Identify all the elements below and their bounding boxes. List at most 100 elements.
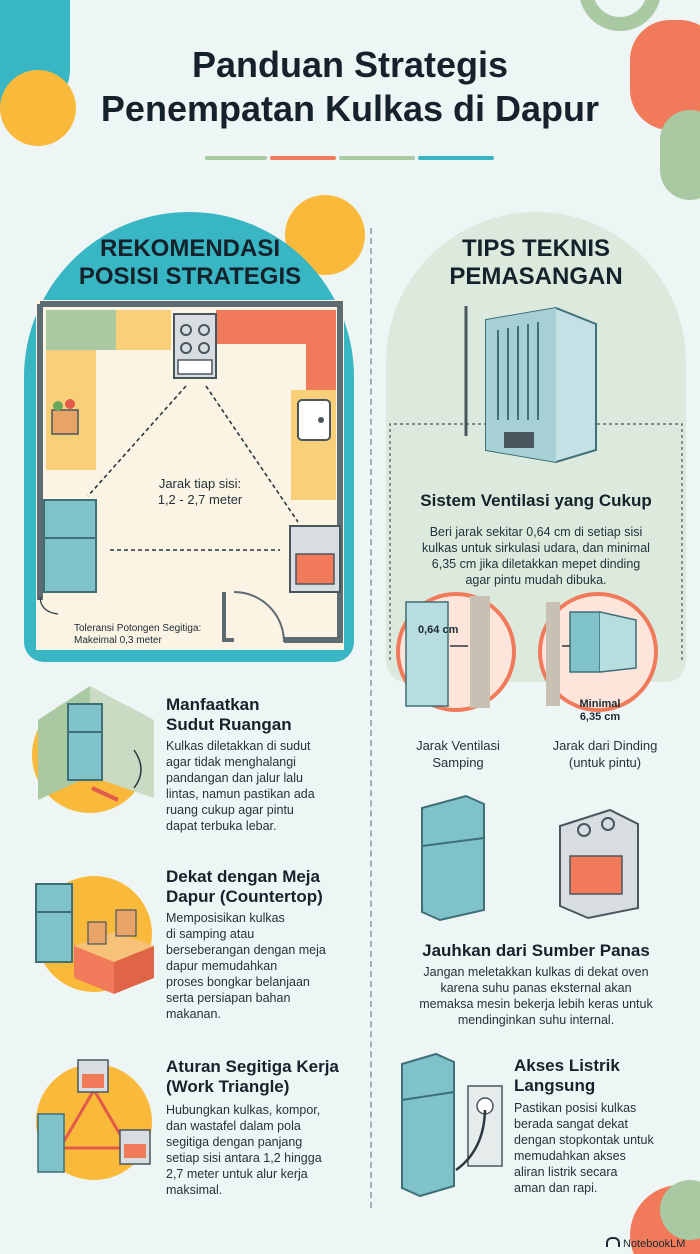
vent-coils [497, 322, 539, 420]
tip1-line: ruang cukup agar pintu [166, 803, 294, 817]
tip3-line: dan wastafel dalam pola [166, 1119, 301, 1133]
column-divider [370, 228, 372, 1208]
plan-door-swing [233, 591, 285, 643]
title-underline-coral [270, 156, 336, 160]
decor-left-yellow-circle [285, 195, 365, 275]
side-gap-wall [470, 596, 490, 708]
power-title-line2: Langsung [514, 1076, 596, 1095]
heat-line: mendinginkan suhu internal. [457, 1013, 615, 1027]
ventilation-title: Sistem Ventilasi yang Cukup [420, 491, 652, 510]
door-gap-value-line1: Minimal [579, 698, 621, 710]
power-line: Pastikan posisi kulkas [514, 1101, 637, 1115]
stove-burner [198, 324, 210, 336]
heat-source-illustration [421, 794, 639, 922]
plan-sink [297, 399, 331, 441]
grocery-bag [115, 909, 137, 937]
countertop-fridge-illustration [35, 876, 154, 994]
oven-window [295, 553, 335, 585]
title-underline-green [205, 156, 267, 160]
brand-logo-icon [606, 1237, 620, 1247]
power-body: Pastikan posisi kulkas berada sangat dek… [514, 1100, 690, 1196]
sink-drain [318, 417, 324, 423]
power-fridge [401, 1052, 455, 1198]
vent-callout-left [389, 423, 486, 660]
counter-front [74, 946, 114, 994]
tolerance-pointer [39, 595, 59, 615]
page-title-line1: Panduan Strategis [191, 44, 509, 85]
decor-bottom-right [630, 1180, 700, 1254]
right-heading-line1: TIPS TEKNIS [461, 235, 611, 262]
tip1-line: lintas, namun pastikan ada [166, 787, 315, 801]
ventilation-body: Beri jarak sekitar 0,64 cm di setiap sis… [392, 524, 680, 588]
plan-counter-top-left [46, 310, 116, 350]
plan-tolerance-line2: Makeimal 0,3 meter [74, 635, 162, 646]
plan-wall [40, 301, 343, 643]
tip1-line: dapat terbuka lebar. [166, 819, 277, 833]
tip1-line: pandangan dan jalur lalu [166, 771, 303, 785]
corner-fridge-illustration [32, 686, 154, 813]
brand-name: NotebookLM [623, 1238, 686, 1250]
power-line: memudahkan akses [514, 1149, 626, 1163]
heat-title: Jauhkan dari Sumber Panas [422, 941, 650, 960]
oven-window [124, 1144, 146, 1158]
side-gap-caption-line1: Jarak Ventilasi [416, 738, 500, 753]
stove-burner [180, 342, 192, 354]
kitchen-floor-plan [37, 301, 343, 643]
left-heading-line2: POSISI STRATEGIS [78, 263, 302, 290]
heat-line: memaksa mesin bekerja lebih keras untuk [419, 997, 653, 1011]
heat-line: Jangan meletakkan kulkas di dekat oven [423, 965, 649, 979]
corner-wall-right [90, 686, 154, 798]
tip1-line: Kulkas diletakkan di sudut [166, 739, 311, 753]
stove-oven-window [177, 359, 213, 375]
heat-fridge [421, 794, 485, 922]
tip3-line: maksimal. [166, 1183, 223, 1197]
stove-oven-window [569, 855, 623, 895]
plan-distance-line1: Jarak tiap sisi: [158, 476, 242, 491]
door-gap-caption-line1: Jarak dari Dinding [552, 738, 658, 753]
ventilation-line: 6,35 cm jika diletakkan mepet dinding [431, 557, 641, 571]
triangle-lines [57, 1087, 131, 1150]
grocery-bag [87, 921, 107, 945]
tip3-line: segitiga dengan panjang [166, 1135, 303, 1149]
decor-yellow-circle [0, 70, 76, 146]
decor-green-ring [580, 0, 660, 31]
tip3-title-line2: (Work Triangle) [166, 1077, 290, 1096]
walk-arrow [91, 786, 119, 802]
power-line: dengan stopkontak untuk [514, 1133, 654, 1147]
heat-body: Jangan meletakkan kulkas di dekat oven k… [392, 964, 680, 1028]
fridge-divider [421, 837, 485, 847]
right-heading-line2: PEMASANGAN [449, 263, 623, 290]
tip1-body: Kulkas diletakkan di sudut agar tidak me… [166, 738, 356, 834]
heat-line: karena suhu panas eksternal akan [440, 981, 632, 995]
side-gap-caption-line2: Samping [432, 755, 484, 770]
plan-counter-corner [296, 310, 336, 390]
stove-burner [198, 342, 210, 354]
side-gap-fridge [405, 601, 449, 707]
tip1-title-line2: Sudut Ruangan [166, 715, 292, 734]
plan-fridge [43, 499, 97, 593]
decor-coral-shape [630, 20, 700, 130]
tip3-line: setiap sisi antara 1,2 hingga [166, 1151, 322, 1165]
vent-callout-right [596, 423, 683, 660]
triangle-fridge [37, 1113, 65, 1173]
tip2-line: serta persiapan bahan [166, 991, 291, 1005]
tip2-line: di samping atau [166, 927, 255, 941]
power-line: berada sangat dekat [514, 1117, 628, 1131]
stove-oven [82, 1074, 104, 1088]
tip2-line: proses bongkar belanjaan [166, 975, 310, 989]
fridge-divider [401, 1091, 455, 1101]
plan-tolerance-line1: Toleransi Potongen Segitiga: [74, 623, 202, 634]
plan-counter-top [116, 310, 171, 350]
tip1-title-line1: Manfaatkan [166, 695, 260, 714]
brand-badge: NotebookLM [606, 1237, 685, 1250]
triangle-arrow-right [205, 385, 299, 523]
page-title-line2: Penempatan Kulkas di Dapur [100, 88, 600, 129]
stove-burner [601, 817, 615, 831]
title-underline-teal [418, 156, 494, 160]
left-heading-line1: REKOMENDASI [99, 235, 280, 262]
door-gap-fridge [569, 611, 601, 673]
corner-fridge [67, 703, 103, 781]
tip2-line: Memposisikan kulkas [166, 911, 285, 925]
power-outlet-illustration [401, 1052, 503, 1198]
